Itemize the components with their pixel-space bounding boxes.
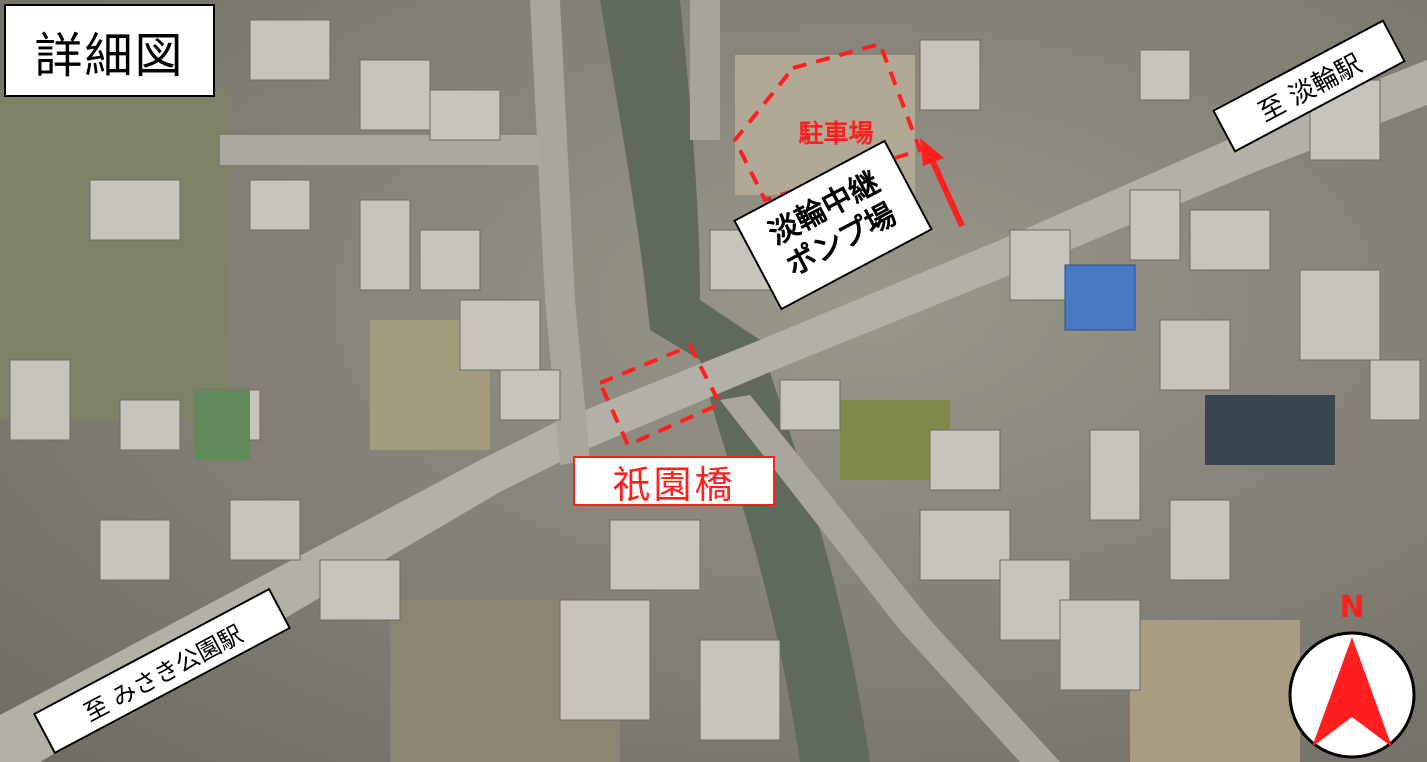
north-road (530, 0, 590, 465)
south-road (720, 395, 1060, 762)
blue-roof-building (1064, 264, 1136, 331)
access-arrow-head (920, 138, 944, 166)
compass-north-letter: N (1339, 590, 1364, 625)
map-title: 詳細図 (4, 4, 215, 97)
compass-icon: N (1288, 590, 1416, 759)
field-patch (1130, 620, 1300, 762)
green-roof-building (195, 390, 250, 460)
buildings (9, 19, 1421, 741)
north-compass: N (1280, 585, 1425, 760)
parking-label: 駐車場 (798, 119, 874, 148)
parking-outline (732, 41, 923, 203)
side-road (220, 135, 540, 165)
access-arrow (930, 160, 965, 228)
solar-panel-field (1205, 395, 1335, 465)
bridge-label: 祇園橋 (573, 456, 775, 507)
side-road (690, 0, 720, 140)
